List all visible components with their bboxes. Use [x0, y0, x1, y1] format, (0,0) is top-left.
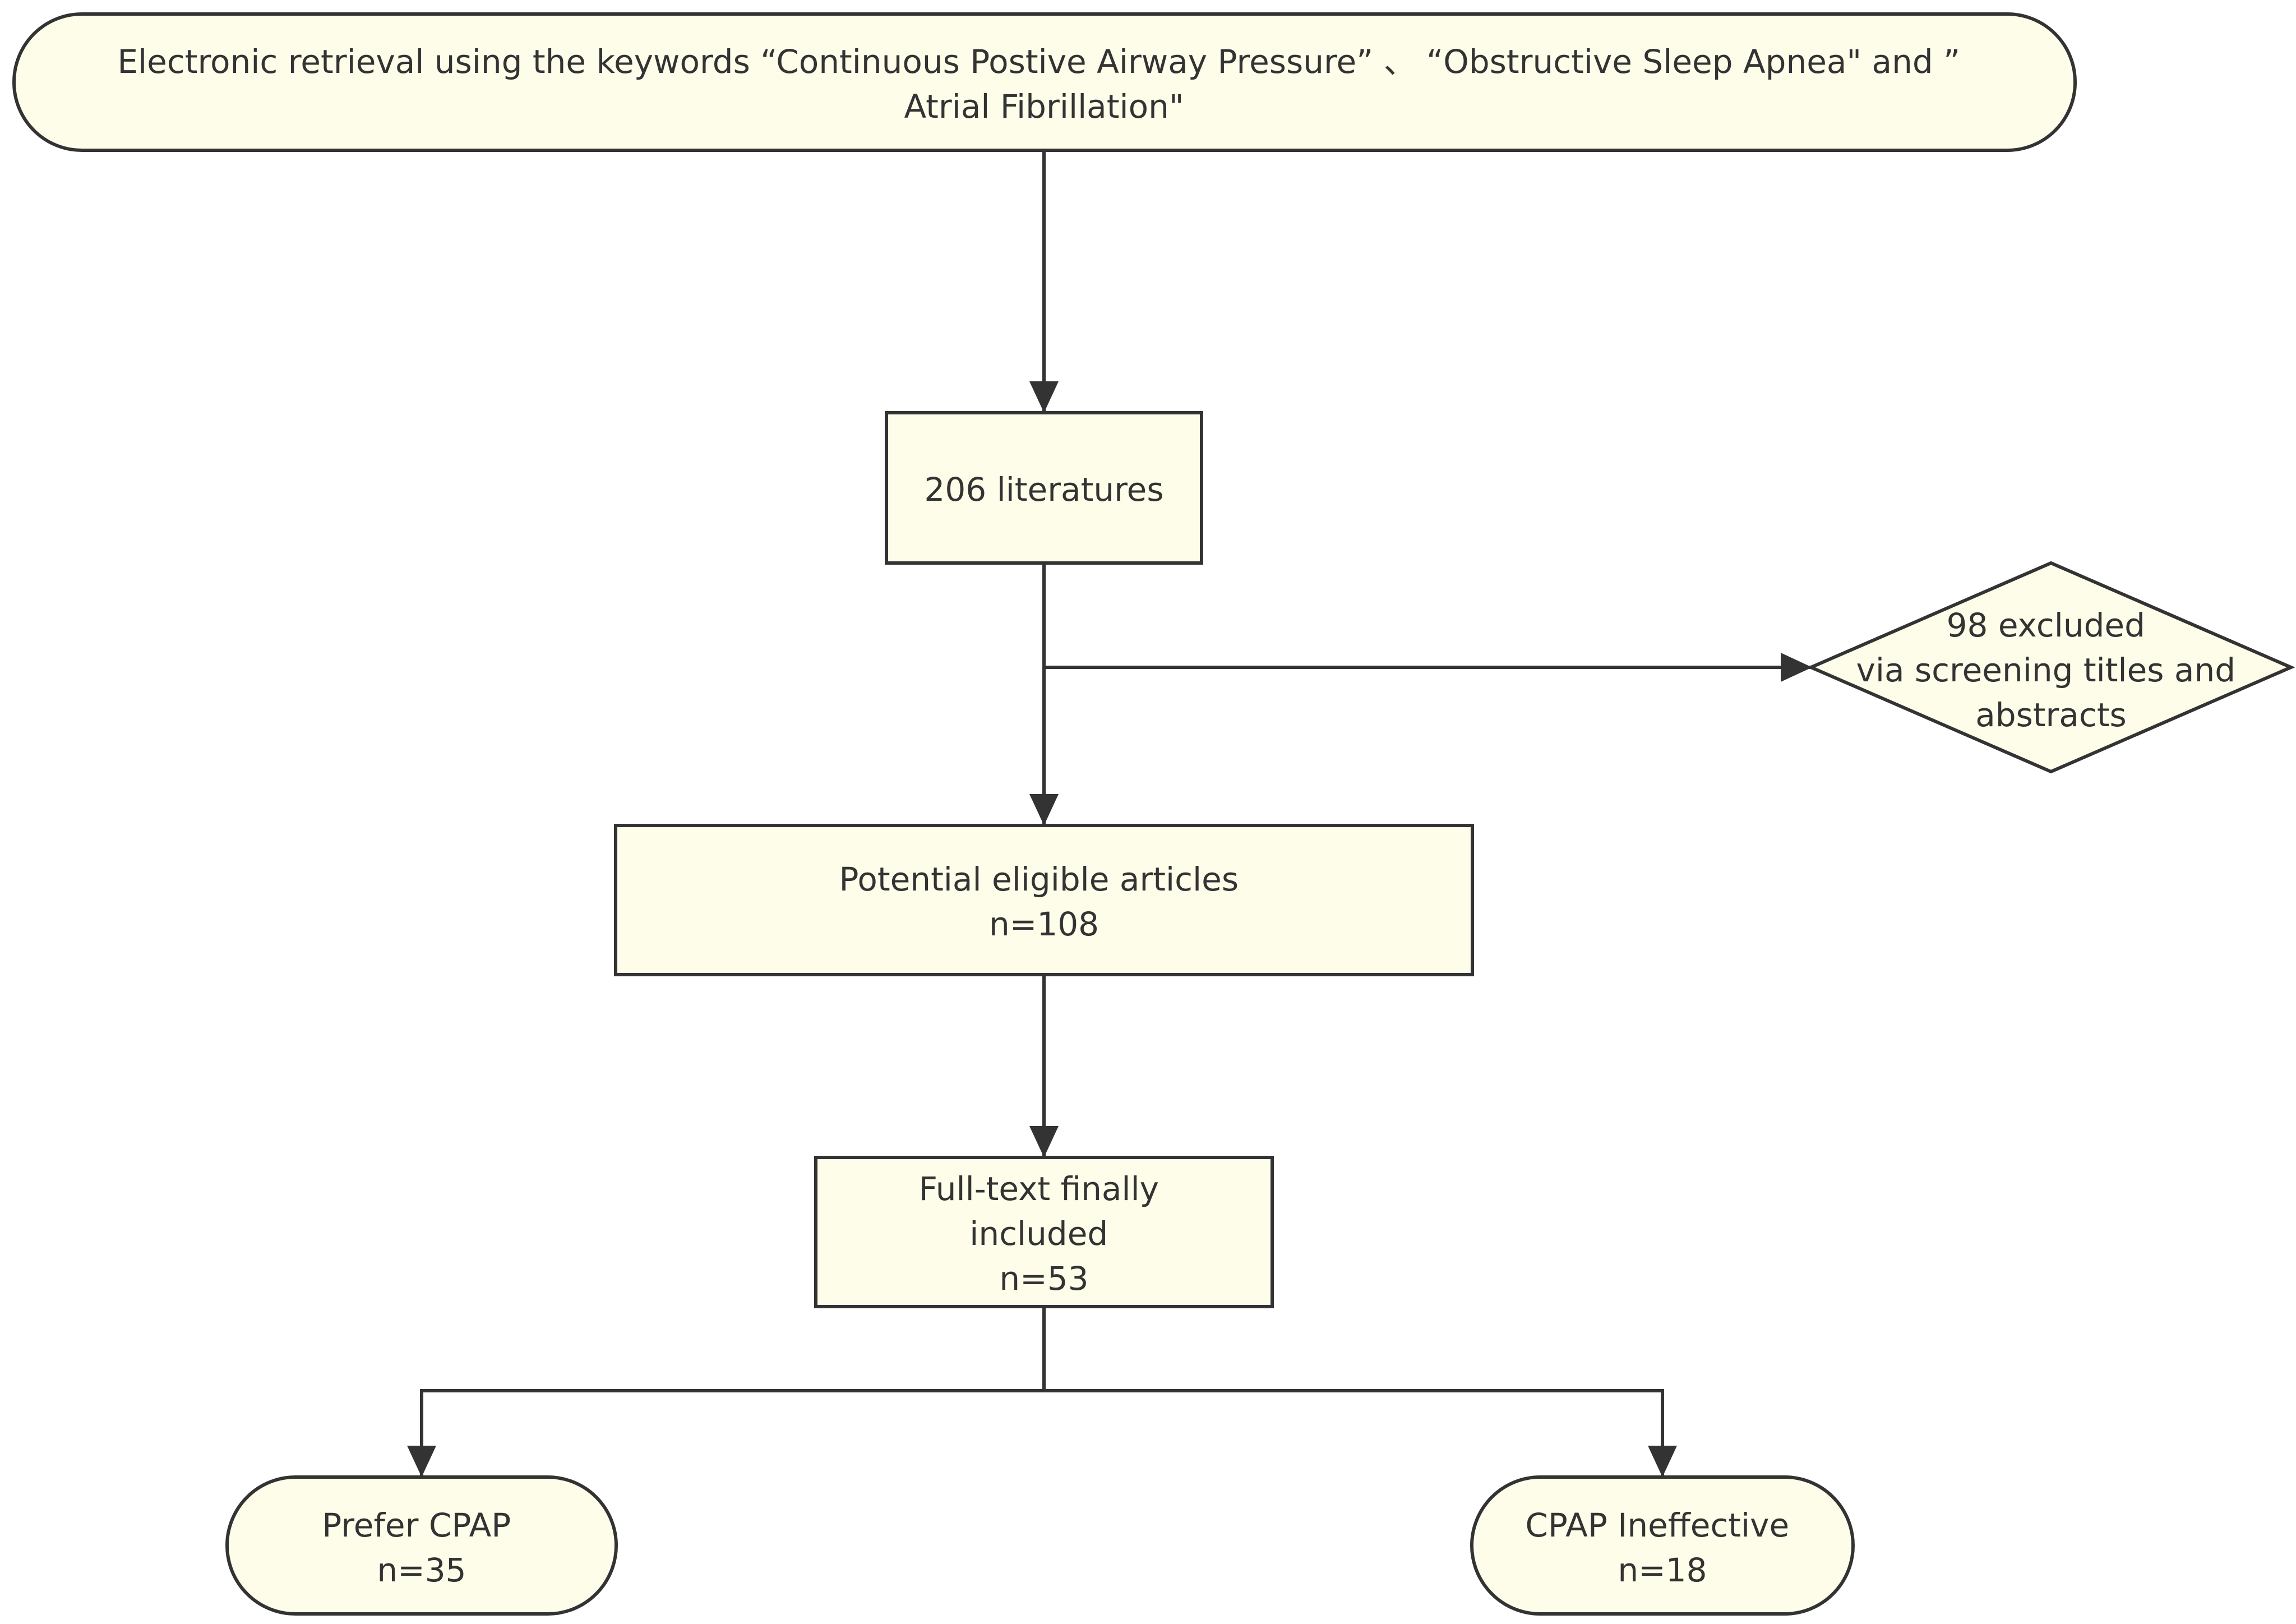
node-excluded-line-3: abstracts [1975, 696, 2127, 734]
node-eligible-line-2: n=108 [989, 905, 1099, 943]
arrow-to-eligible [1029, 794, 1059, 825]
node-start: Electronic retrieval using the keywords … [12, 12, 2077, 152]
node-prefer: Prefer CPAP n=35 [225, 1475, 618, 1616]
arrow-to-literatures [1029, 381, 1059, 413]
node-excluded-line-2: via screening titles and [1856, 651, 2236, 689]
svg-text:Potential eligible articles: Potential eligible articles n=108 [839, 860, 1249, 943]
node-start-line-2: Atrial Fibrillation" [904, 87, 1184, 126]
node-start-line-1: Electronic retrieval using the keywords … [117, 43, 1960, 81]
node-ineffective-shape [1470, 1475, 1855, 1616]
node-ineffective: CPAP Ineffective n=18 [1470, 1475, 1855, 1616]
node-prefer-line-2: n=35 [377, 1551, 466, 1589]
node-included-line-3: n=53 [999, 1259, 1088, 1298]
arrow-to-included [1029, 1126, 1059, 1157]
arrow-to-excluded [1781, 653, 1812, 682]
svg-text:98 excluded via screenin: 98 excluded via screening titles and abs… [1856, 606, 2246, 734]
node-ineffective-line-1: CPAP Ineffective [1525, 1506, 1789, 1544]
node-excluded-shape [1807, 561, 2295, 774]
node-included-shape [814, 1156, 1274, 1308]
arrowheads [407, 381, 1812, 1477]
node-literatures-line-1: 206 literatures [924, 470, 1163, 509]
svg-text:Electronic retrieval using the: Electronic retrieval using the keywords … [117, 43, 1970, 126]
node-included-line-1: Full-text finally [919, 1170, 1159, 1208]
edge-split-to-ineffective [1044, 1389, 1664, 1476]
svg-text:Prefer CPAP n=35: Prefer CPAP n=35 [322, 1506, 521, 1589]
node-eligible-line-1: Potential eligible articles [839, 860, 1239, 898]
node-included: Full-text finally included n=53 [814, 1156, 1274, 1308]
svg-text:Full-text finally includ: Full-text finally included n=53 [919, 1170, 1170, 1298]
node-ineffective-line-2: n=18 [1618, 1551, 1707, 1589]
node-excluded-line-1: 98 excluded [1947, 606, 2145, 644]
node-literatures: 206 literatures [885, 411, 1203, 565]
arrow-to-ineffective [1648, 1446, 1677, 1477]
node-prefer-line-1: Prefer CPAP [322, 1506, 511, 1544]
svg-text:CPAP Ineffective n=18: CPAP Ineffective n=18 [1525, 1506, 1799, 1589]
arrow-to-prefer [407, 1446, 436, 1477]
node-included-line-2: included [969, 1215, 1108, 1253]
svg-text:206 literatures: 206 literatures [924, 470, 1163, 509]
node-prefer-shape [225, 1475, 618, 1616]
node-excluded: 98 excluded via screening titles and abs… [1807, 561, 2295, 774]
node-literatures-shape [885, 411, 1203, 565]
node-start-shape [12, 12, 2077, 152]
edge-split-to-prefer [420, 1389, 1044, 1476]
node-eligible-shape [614, 824, 1474, 976]
node-eligible: Potential eligible articles n=108 [614, 824, 1474, 976]
